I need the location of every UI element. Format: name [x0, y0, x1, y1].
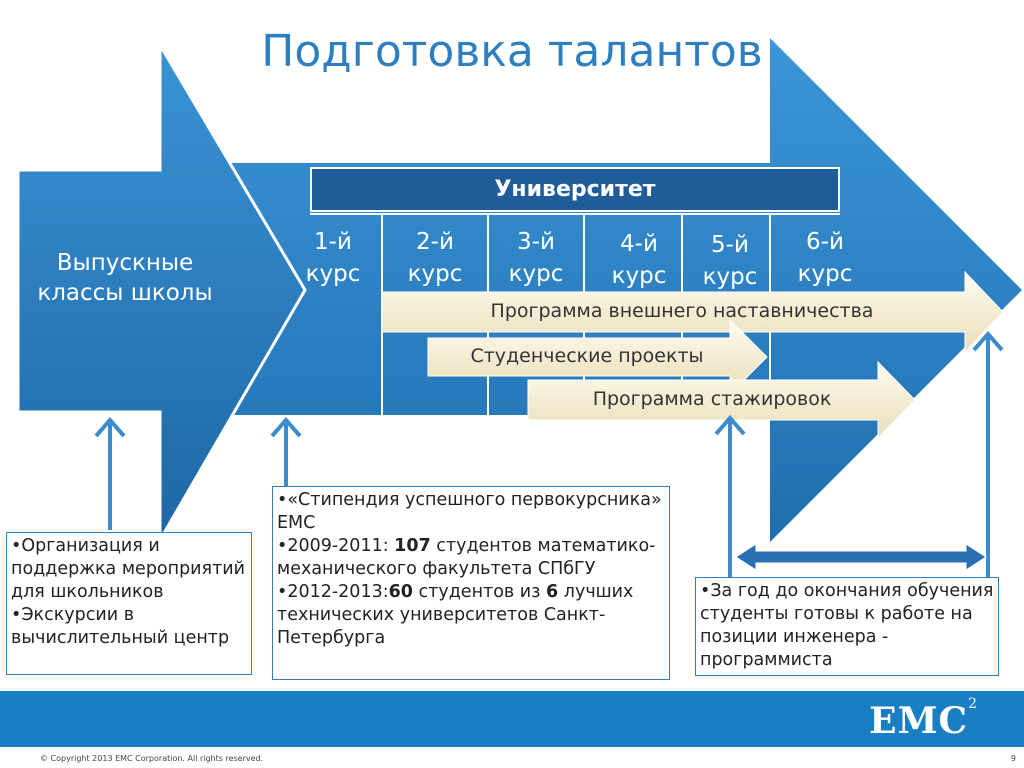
logo-text: EMC — [869, 700, 969, 742]
school-label: Выпускные классы школы — [37, 250, 213, 306]
student-projects-label: Студенческие проекты — [470, 345, 704, 367]
scholarship-text: •2009-2011: — [277, 536, 395, 556]
course-word: курс — [702, 264, 758, 290]
scholarship-text: лучших технических университетов Санкт-П… — [277, 582, 634, 648]
scholarship-item: •2012-2013:60 студентов из 6 лучших техн… — [277, 581, 665, 650]
scholarship-box: •«Стипендия успешного первокурсника» EMC… — [272, 486, 670, 680]
page-title: Подготовка талантов — [261, 26, 763, 77]
emc-logo: EMC2 — [869, 696, 978, 742]
course-number: 3-й — [517, 229, 555, 255]
school-up-arrow — [94, 416, 126, 530]
scholarship-item: •«Стипендия успешного первокурсника» EMC — [277, 490, 662, 533]
internship-up-arrow — [714, 414, 746, 578]
scholarship-text: •2012-2013: — [277, 582, 389, 602]
university-count: 6 — [546, 582, 559, 602]
scholarship-count: 60 — [388, 582, 413, 602]
school-activities-item: •Организация и поддержка мероприятий для… — [11, 536, 246, 602]
course-5-label: 5-й курс — [694, 229, 766, 293]
scholarship-text: студентов из — [412, 582, 547, 602]
course-2-label: 2-й курс — [400, 226, 470, 290]
school-arrow — [16, 39, 307, 546]
logo-superscript: 2 — [968, 696, 978, 712]
school-activities-box: •Организация и поддержка мероприятий для… — [6, 532, 252, 675]
scholarship-count: 107 — [394, 536, 431, 556]
mentoring-up-arrow — [972, 330, 1004, 578]
course-number: 1-й — [314, 229, 352, 255]
course-number: 2-й — [416, 229, 454, 255]
scholarship-text: студентов математико- механического факу… — [277, 536, 656, 579]
year-before-graduation-arrow — [735, 543, 987, 571]
course-number: 5-й — [711, 232, 749, 258]
mentoring-program-label: Программа внешнего наставничества — [490, 300, 874, 322]
course-3-label: 3-й курс — [500, 226, 572, 290]
first-course-up-arrow — [270, 416, 302, 486]
course-number: 6-й — [806, 229, 844, 255]
mentoring-program-arrow — [381, 270, 1004, 354]
university-header: Университет — [310, 167, 840, 212]
course-word: курс — [305, 261, 361, 287]
course-4-label: 4-й курс — [601, 228, 677, 292]
copyright-text: © Copyright 2013 EMC Corporation. All ri… — [40, 754, 264, 763]
course-1-label: 1-й курс — [300, 226, 366, 290]
page-number: 9 — [1010, 754, 1016, 763]
course-word: курс — [611, 263, 667, 289]
course-6-label: 6-й курс — [787, 226, 863, 290]
graduation-box: •За год до окончания обучения студенты г… — [695, 577, 999, 676]
internships-label: Программа стажировок — [592, 388, 832, 410]
course-word: курс — [407, 261, 463, 287]
course-word: курс — [508, 261, 564, 287]
school-activities-item: •Экскурсии в вычислительный центр — [11, 605, 230, 648]
graduation-item: •За год до окончания обучения студенты г… — [700, 581, 994, 670]
internships-arrow — [527, 360, 916, 440]
course-word: курс — [797, 261, 853, 287]
student-projects-arrow — [427, 318, 768, 396]
course-number: 4-й — [620, 231, 658, 257]
footer-band — [0, 691, 1024, 747]
scholarship-item: •2009-2011: 107 студентов математико- ме… — [277, 535, 665, 581]
